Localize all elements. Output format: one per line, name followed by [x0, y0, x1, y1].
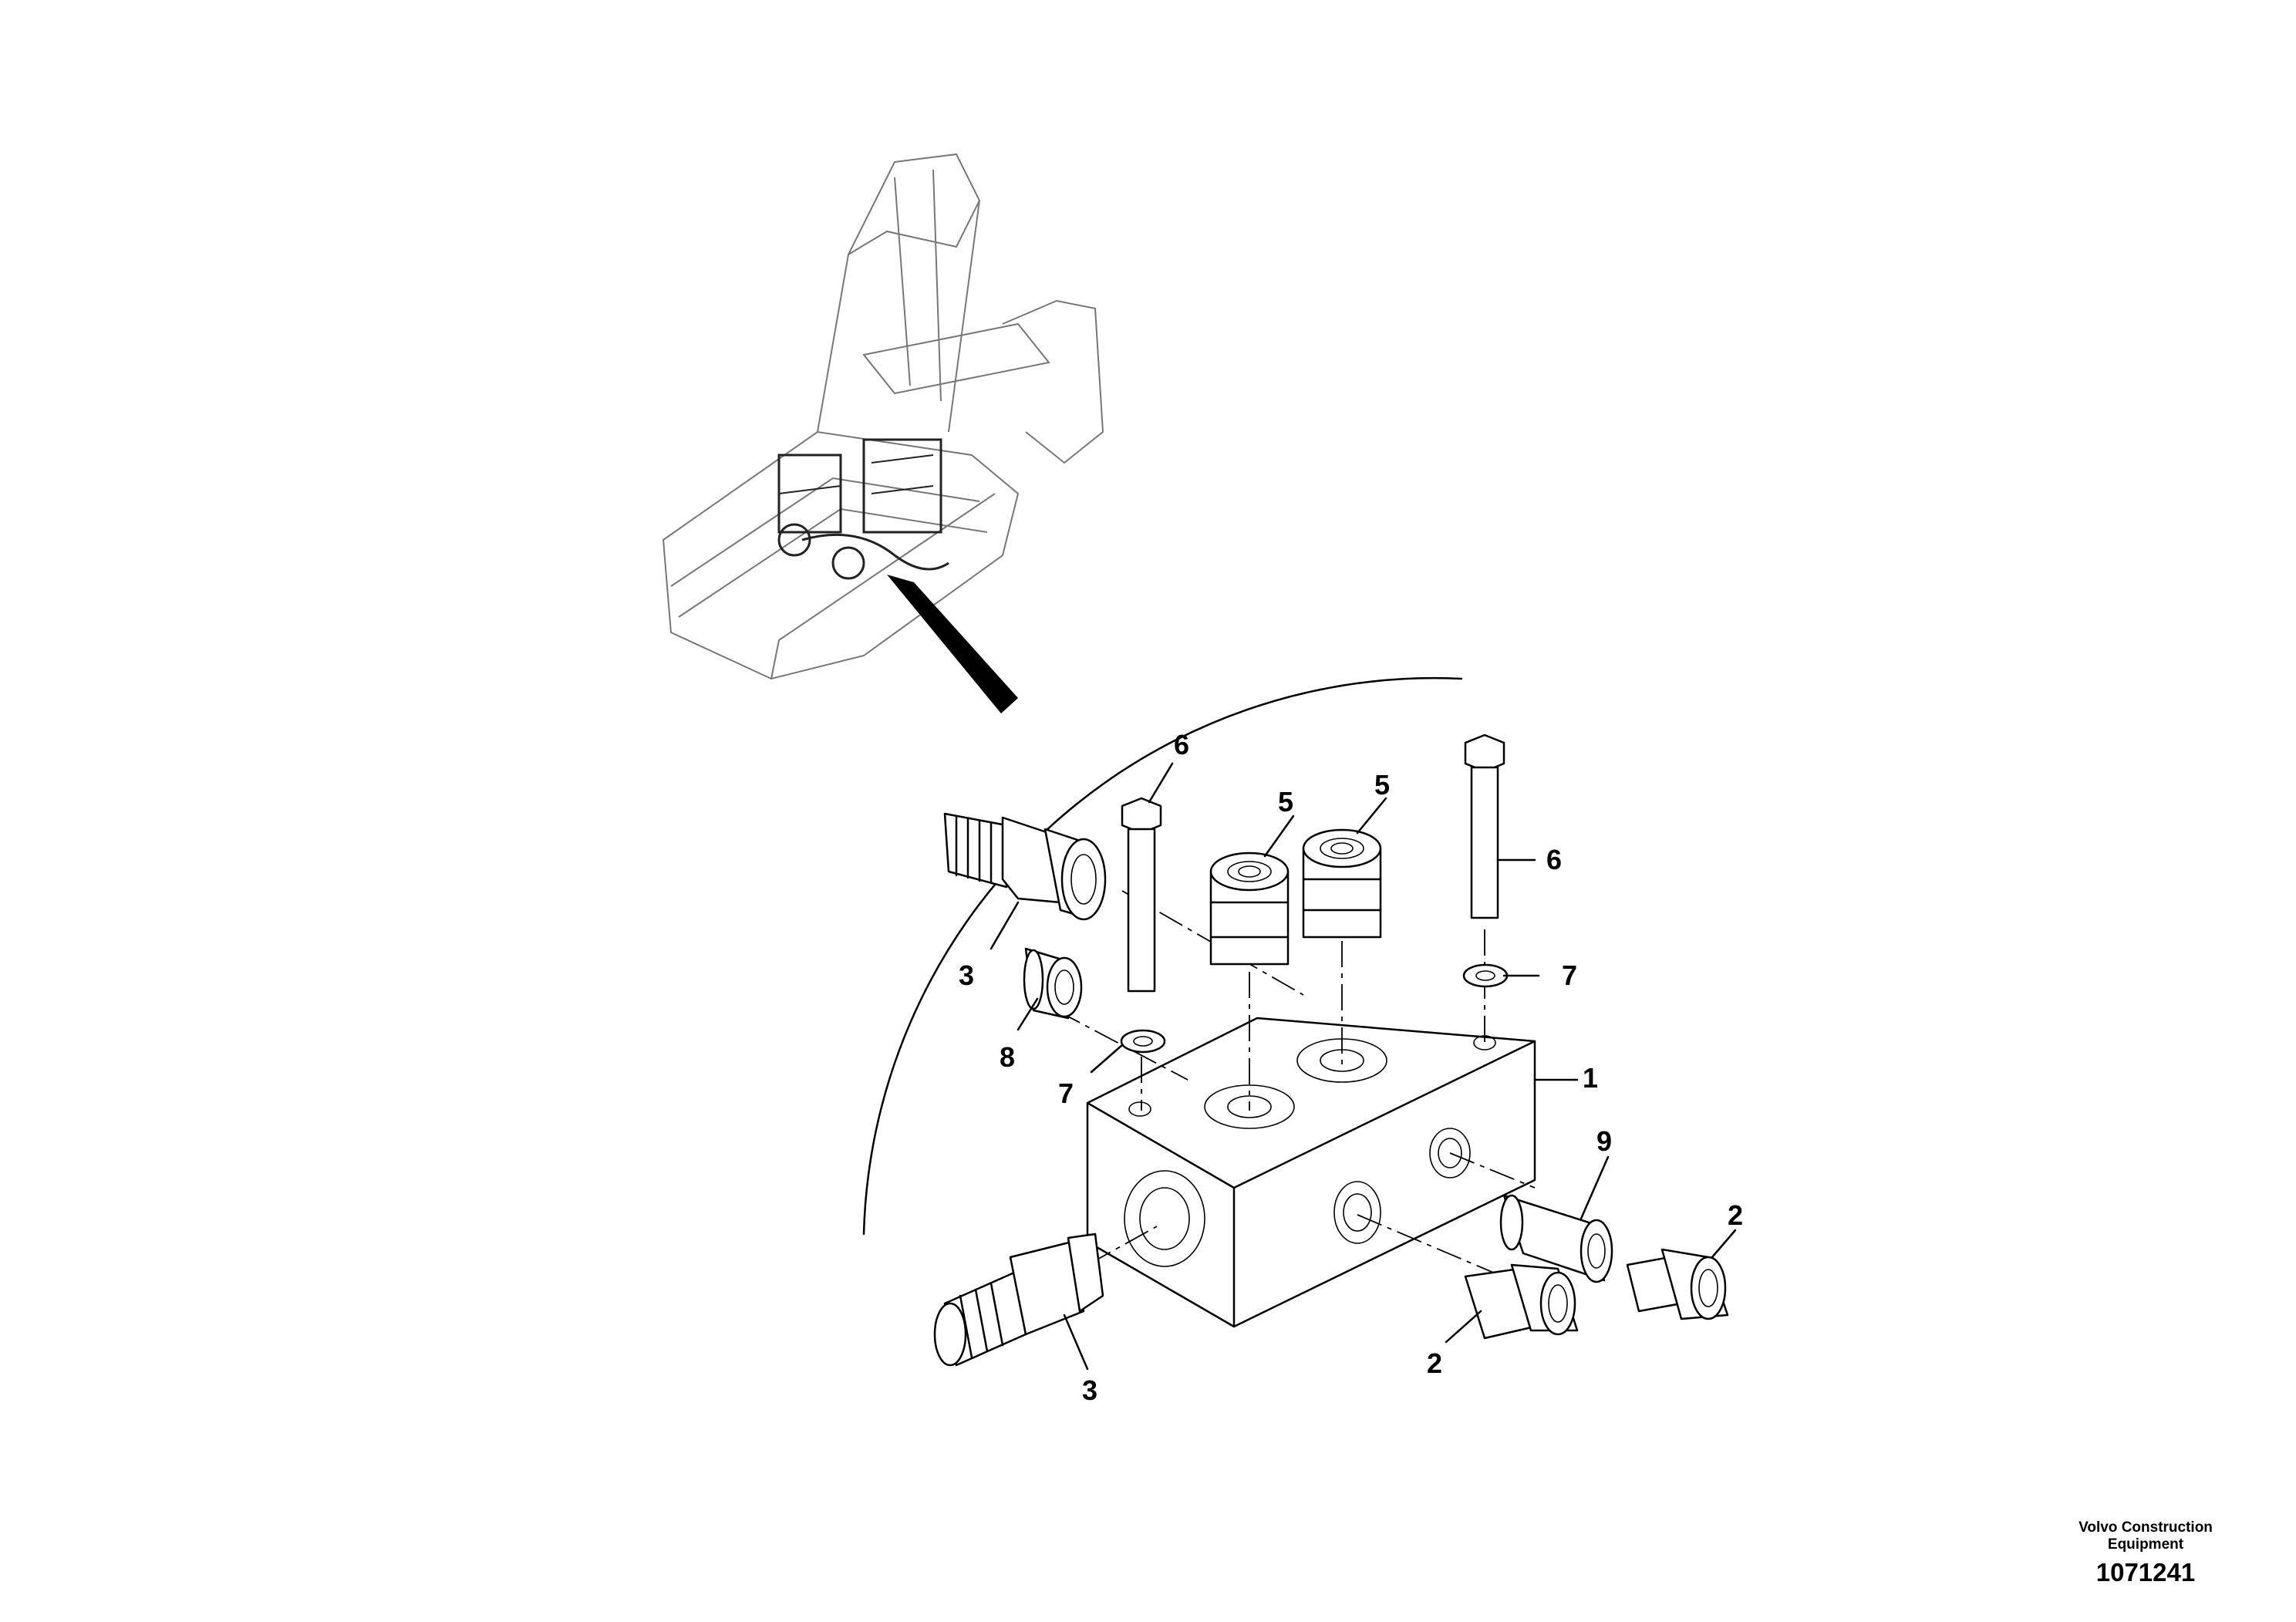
- plug-8: [1023, 947, 1083, 1020]
- bolt-6-left: [1121, 797, 1162, 993]
- callout-3-lower: 3: [1082, 1374, 1097, 1406]
- callout-2-right: 2: [1728, 1199, 1743, 1231]
- footer-block: Volvo Construction Equipment 1071241: [2061, 1519, 2230, 1587]
- washer-7-left: [1120, 1029, 1166, 1054]
- machine-frame-overview: [662, 153, 1104, 680]
- coupling-3-lower: [933, 1233, 1104, 1367]
- callout-8: 8: [1000, 1041, 1015, 1073]
- callout-5-right: 5: [1374, 769, 1390, 801]
- fitting-2-right: [1626, 1248, 1729, 1320]
- valve-block: [1086, 1017, 1536, 1328]
- fitting-5-right: [1302, 828, 1382, 939]
- washer-7-right: [1462, 963, 1509, 988]
- fitting-2-left: [1464, 1263, 1579, 1340]
- bolt-6-right: [1464, 733, 1505, 919]
- callout-9: 9: [1596, 1125, 1612, 1157]
- company-name-line2: Equipment: [2107, 1536, 2184, 1553]
- detail-pointer-arrow: [887, 575, 1018, 713]
- callout-6-left: 6: [1174, 729, 1189, 760]
- coupling-3-upper: [943, 812, 1107, 921]
- callout-7-left: 7: [1058, 1077, 1074, 1109]
- adapter-9: [1499, 1194, 1613, 1283]
- callout-1: 1: [1583, 1062, 1598, 1094]
- document-number: 1071241: [2095, 1558, 2196, 1587]
- callout-leaders: [990, 762, 1737, 1371]
- callout-labels: 6 5 5 6 7 3 8 7 1 9 2 2 3: [959, 729, 1743, 1406]
- callout-7-right: 7: [1562, 959, 1577, 991]
- callout-5-left: 5: [1278, 786, 1293, 818]
- fitting-5-left: [1209, 851, 1290, 966]
- company-name-line1: Volvo Construction: [2079, 1519, 2213, 1536]
- callout-2-left: 2: [1427, 1347, 1442, 1379]
- callout-3-upper: 3: [959, 959, 974, 991]
- callout-6-right: 6: [1546, 844, 1562, 875]
